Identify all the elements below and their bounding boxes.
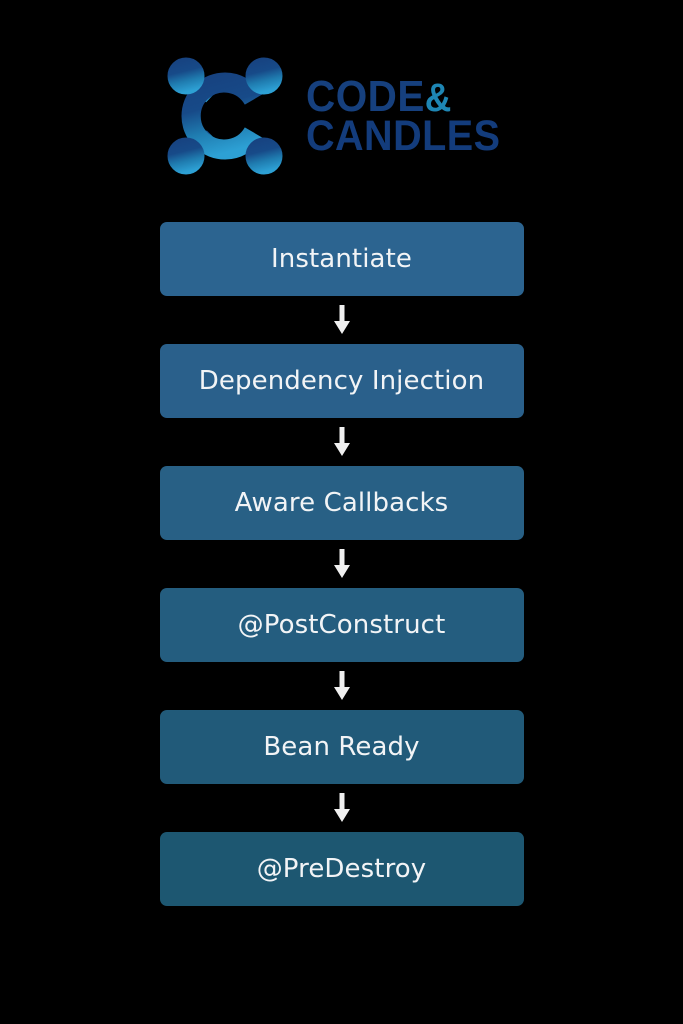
flow-node-instantiate[interactable]: Instantiate [159,222,524,296]
flow-node-label: Dependency Injection [198,366,485,396]
flow-node-label: Aware Callbacks [234,488,449,518]
brand-header: CODE& CANDLES [0,46,683,186]
flow-arrow-5 [160,784,524,832]
flow-arrow-4 [160,662,524,710]
flow-arrow-1 [160,296,524,344]
flow-arrow-3 [160,540,524,588]
arrow-down-icon [333,793,350,822]
flow-node-bean-ready[interactable]: Bean Ready [159,710,524,784]
flow-node-pre-destroy[interactable]: @PreDestroy [159,832,524,906]
arrow-down-icon [333,305,350,334]
flow-node-label: @PreDestroy [256,854,427,884]
code-candles-molecule-logo-icon [167,57,283,175]
brand-wordmark: CODE& CANDLES [305,74,517,161]
flow-node-label: Instantiate [271,244,412,274]
flow-node-dependency-injection[interactable]: Dependency Injection [159,344,524,418]
flow-node-label: @PostConstruct [237,610,446,640]
flow-node-aware-callbacks[interactable]: Aware Callbacks [159,466,524,540]
arrow-down-icon [333,671,350,700]
flow-node-post-construct[interactable]: @PostConstruct [159,588,524,662]
flow-arrow-2 [160,418,524,466]
brand-ampersand: & [424,75,452,120]
arrow-down-icon [333,549,350,578]
flow-node-label: Bean Ready [263,732,420,762]
brand-word-code: CODE [305,71,425,121]
brand-wordmark-line-1: CODE& [306,74,500,120]
bean-lifecycle-flowchart: Instantiate Dependency Injection Aware C… [0,222,683,906]
brand-wordmark-line-2: CANDLES [305,112,501,161]
arrow-down-icon [333,427,350,456]
